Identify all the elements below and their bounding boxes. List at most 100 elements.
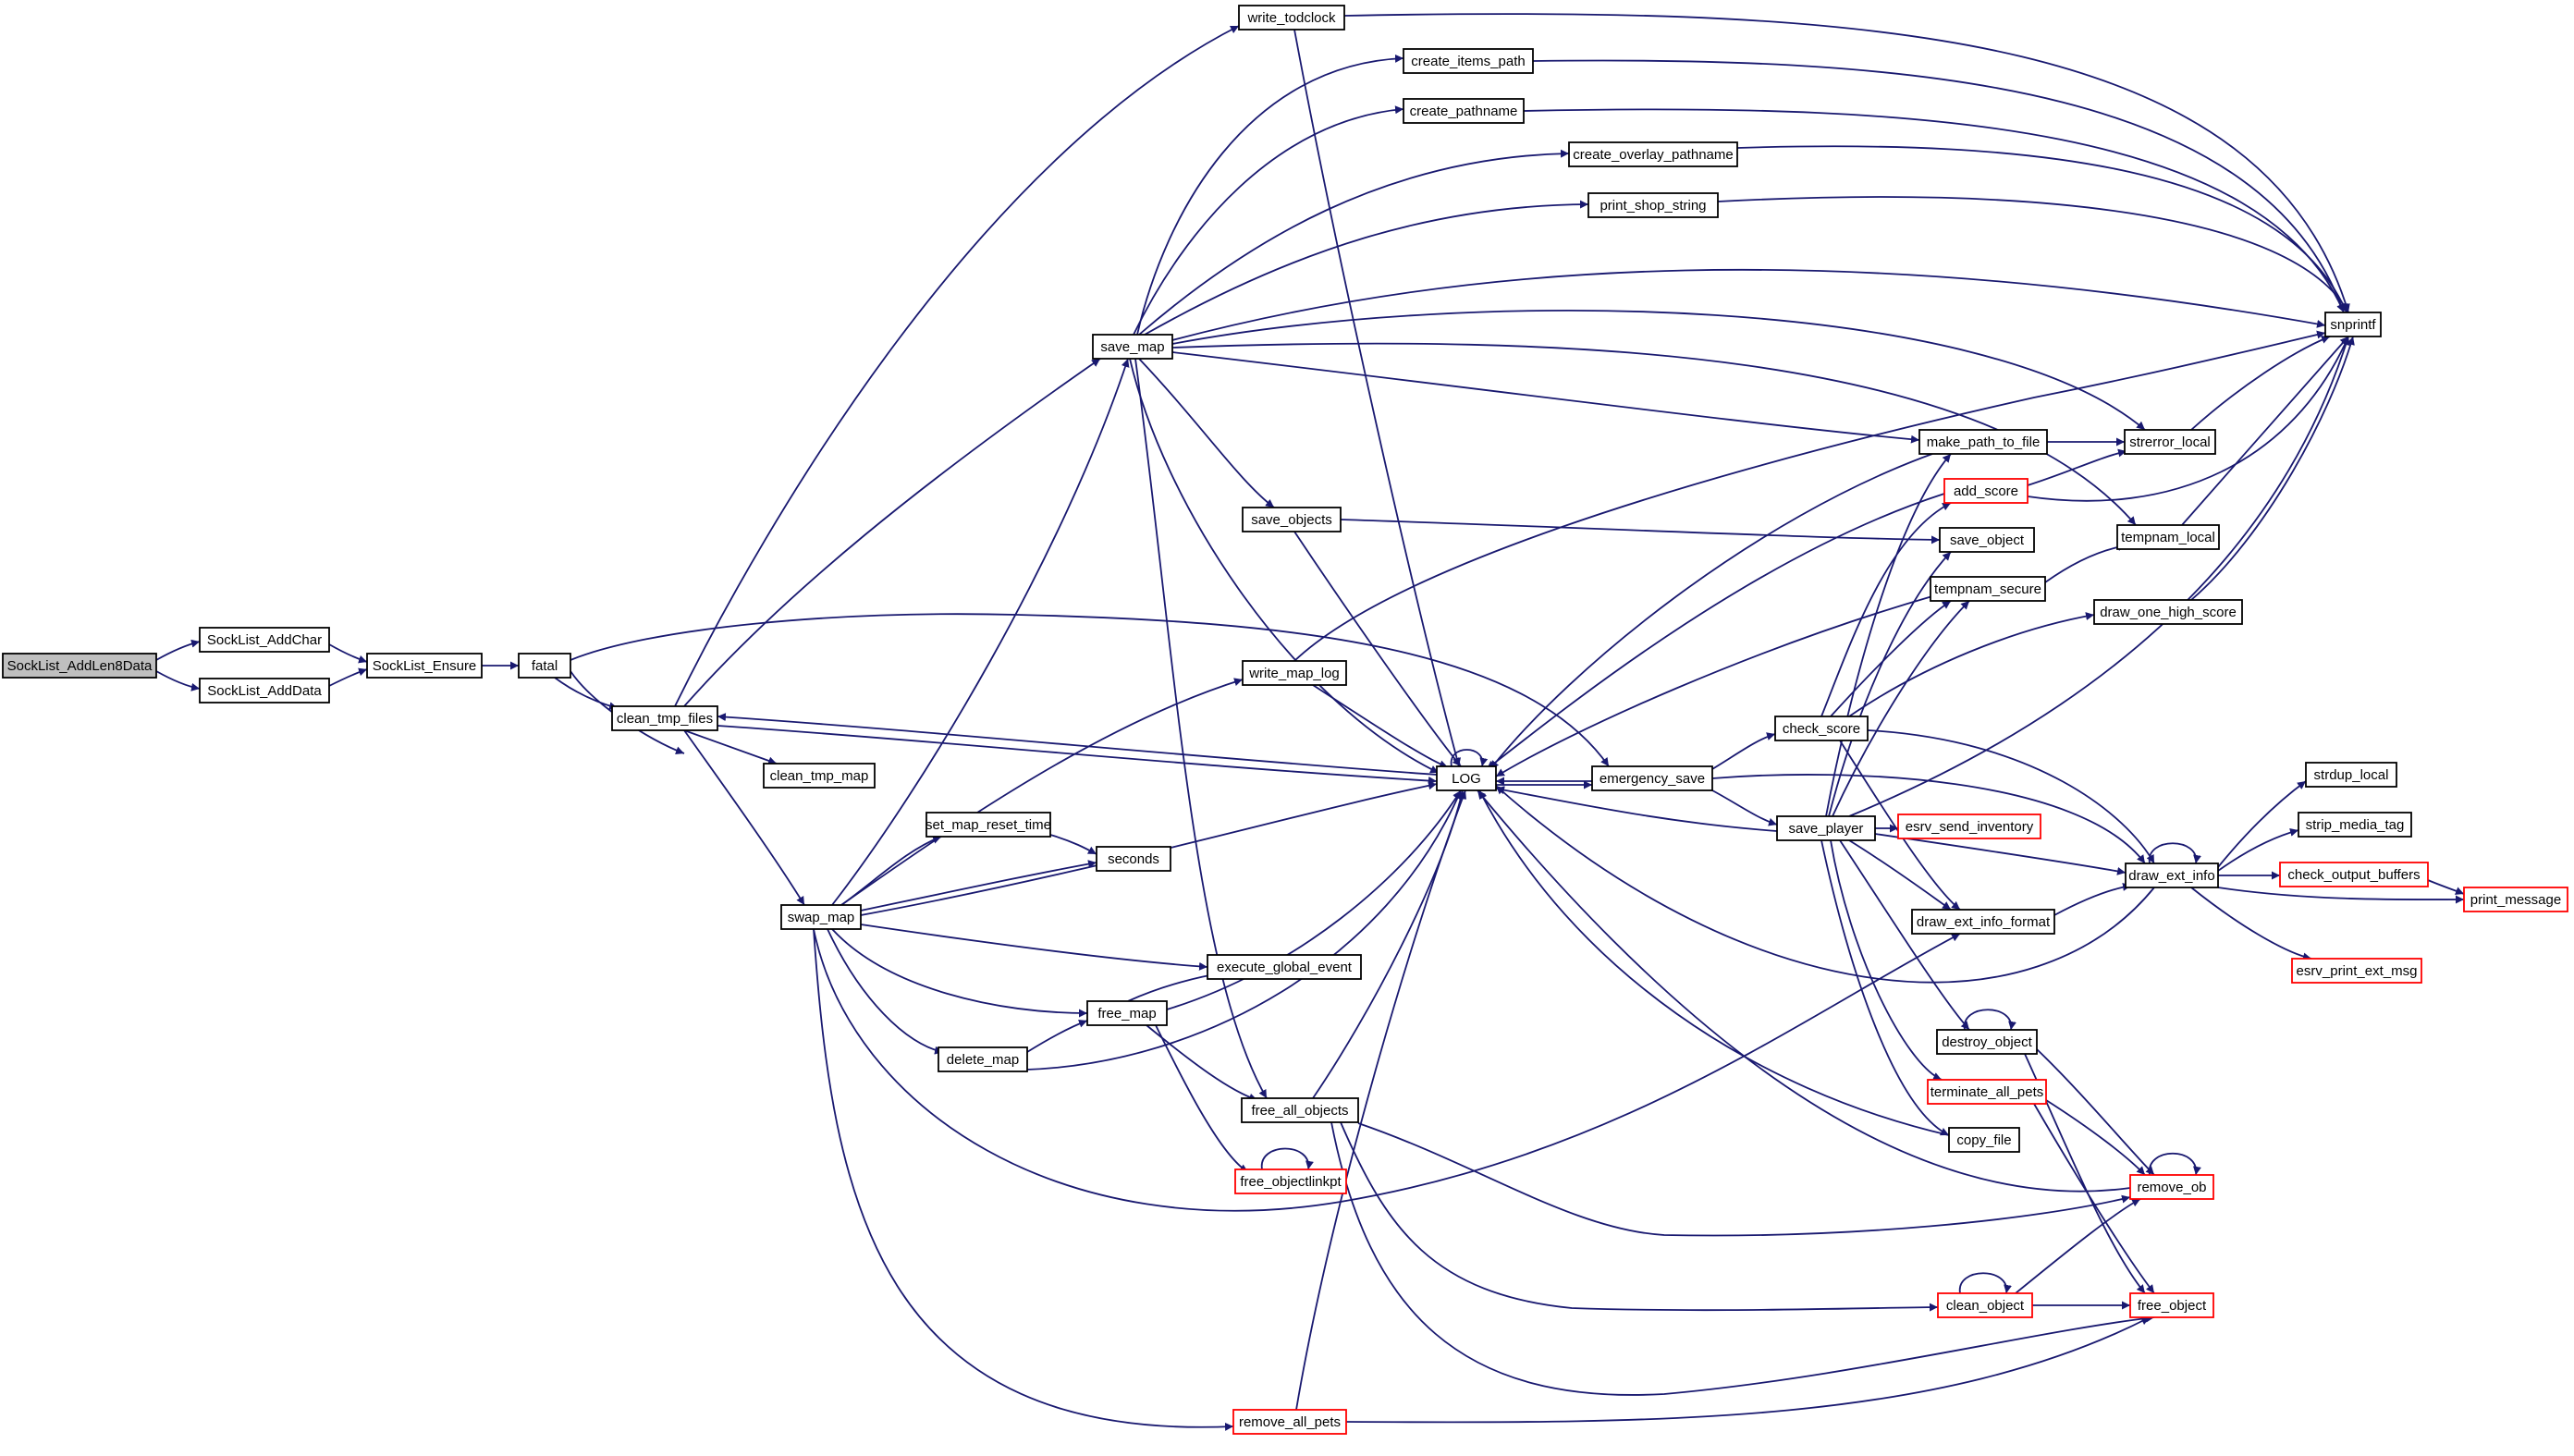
node-copy_file[interactable]: copy_file — [1948, 1127, 2020, 1153]
node-create_pathname[interactable]: create_pathname — [1403, 98, 1525, 124]
edge-destroy_object-to-destroy_object — [1964, 1009, 2016, 1031]
edge-swap_map-to-execute_global_event — [860, 924, 1208, 971]
node-seconds[interactable]: seconds — [1096, 846, 1171, 872]
edge-save_map-to-make_path_to_file — [1171, 351, 1920, 444]
node-remove_all_pets[interactable]: remove_all_pets — [1232, 1409, 1347, 1435]
node-delete_map[interactable]: delete_map — [938, 1046, 1028, 1072]
node-label: SockList_AddData — [207, 683, 322, 699]
node-create_items_path[interactable]: create_items_path — [1403, 48, 1534, 74]
node-esrv_print_ext_msg[interactable]: esrv_print_ext_msg — [2291, 958, 2422, 984]
node-box — [1241, 1097, 1359, 1123]
node-create_overlay_pathname[interactable]: create_overlay_pathname — [1568, 141, 1738, 167]
node-label: create_items_path — [1411, 54, 1525, 69]
edge-clean_tmp_files-to-write_todclock — [674, 25, 1240, 707]
edge-clean_tmp_files-to-LOG — [717, 725, 1438, 785]
node-save_player[interactable]: save_player — [1776, 815, 1876, 841]
edge-terminate_all_pets-to-free_object — [2033, 1103, 2155, 1294]
node-terminate_all_pets[interactable]: terminate_all_pets — [1927, 1079, 2047, 1105]
node-box — [199, 627, 330, 653]
node-LOG[interactable]: LOG — [1436, 765, 1497, 791]
node-make_path_to_file[interactable]: make_path_to_file — [1918, 429, 2048, 455]
node-label: clean_tmp_map — [770, 768, 869, 784]
node-label: snprintf — [2330, 317, 2376, 333]
node-save_objects[interactable]: save_objects — [1242, 507, 1342, 532]
node-add_score[interactable]: add_score — [1943, 478, 2029, 504]
node-box — [1911, 909, 2055, 935]
node-check_output_buffers[interactable]: check_output_buffers — [2279, 862, 2429, 887]
node-label: esrv_send_inventory — [1906, 819, 2034, 835]
edge-draw_ext_info-to-strdup_local — [2217, 780, 2307, 868]
node-box — [938, 1046, 1028, 1072]
node-box — [1776, 815, 1876, 841]
node-destroy_object[interactable]: destroy_object — [1936, 1029, 2038, 1055]
node-emergency_save[interactable]: emergency_save — [1591, 765, 1713, 791]
node-write_map_log[interactable]: write_map_log — [1242, 660, 1347, 686]
node-save_object[interactable]: save_object — [1939, 527, 2035, 553]
edge-save_player-to-save_object — [1828, 551, 1952, 817]
edge-swap_map-to-write_map_log — [840, 678, 1244, 906]
node-box — [1948, 1127, 2020, 1153]
edge-print_shop_string-to-snprintf — [1717, 196, 2349, 313]
edge-destroy_object-to-remove_ob — [2036, 1048, 2155, 1176]
edge-draw_ext_info-to-LOG — [1495, 785, 2155, 984]
node-print_message[interactable]: print_message — [2463, 887, 2568, 912]
node-box — [2116, 524, 2220, 550]
edge-clean_object-to-clean_object — [1959, 1272, 2012, 1294]
edge-delete_map-to-free_map — [1026, 1019, 1088, 1053]
node-free_objectlinkpt[interactable]: free_objectlinkpt — [1234, 1168, 1347, 1194]
node-check_score[interactable]: check_score — [1774, 716, 1869, 741]
node-swap_map[interactable]: swap_map — [780, 904, 862, 930]
node-layer: SockList_AddLen8Data SockList_AddCharSock… — [2, 5, 2568, 1435]
edge-save_map-to-free_all_objects — [1134, 358, 1268, 1099]
node-remove_ob[interactable]: remove_ob — [2129, 1174, 2214, 1200]
edge-swap_map-to-LOG — [860, 781, 1438, 916]
node-clean_tmp_map[interactable]: clean_tmp_map — [763, 763, 876, 789]
edge-save_player-to-LOG — [1495, 786, 1778, 832]
node-strerror_local[interactable]: strerror_local — [2124, 429, 2216, 455]
node-label: LOG — [1452, 771, 1481, 787]
node-print_shop_string[interactable]: print_shop_string — [1587, 192, 1719, 218]
node-free_object[interactable]: free_object — [2129, 1292, 2214, 1318]
node-draw_one_high_score[interactable]: draw_one_high_score — [2093, 599, 2243, 625]
node-SockList_Ensure[interactable]: SockList_Ensure — [366, 653, 483, 679]
edge-clean_object-to-remove_ob — [2015, 1198, 2141, 1294]
node-tempnam_local[interactable]: tempnam_local — [2116, 524, 2220, 550]
node-box — [2129, 1292, 2214, 1318]
node-set_map_reset_time[interactable]: set_map_reset_time — [925, 812, 1051, 838]
node-tempnam_secure[interactable]: tempnam_secure — [1930, 576, 2046, 602]
node-clean_tmp_files[interactable]: clean_tmp_files — [611, 705, 718, 731]
node-free_all_objects[interactable]: free_all_objects — [1241, 1097, 1359, 1123]
node-esrv_send_inventory[interactable]: esrv_send_inventory — [1897, 814, 2041, 839]
node-SockList_AddData[interactable]: SockList_AddData — [199, 678, 330, 704]
node-snprintf[interactable]: snprintf — [2324, 312, 2382, 337]
edge-LOG-to-clean_tmp_files — [717, 713, 1438, 776]
node-box — [1927, 1079, 2047, 1105]
node-execute_global_event[interactable]: execute_global_event — [1207, 954, 1362, 980]
node-box — [366, 653, 483, 679]
node-free_map[interactable]: free_map — [1086, 1000, 1168, 1026]
node-strip_media_tag[interactable]: strip_media_tag — [2298, 812, 2412, 838]
node-box — [1930, 576, 2046, 602]
edge-SockList_AddData-to-SockList_Ensure — [328, 667, 368, 687]
node-box — [611, 705, 718, 731]
node-label: check_score — [1783, 721, 1860, 737]
edge-save_map-to-create_items_path — [1136, 54, 1404, 336]
edge-remove_ob-to-LOG — [1477, 789, 2131, 1193]
node-label: seconds — [1108, 851, 1159, 867]
node-clean_object[interactable]: clean_object — [1937, 1292, 2033, 1318]
node-strdup_local[interactable]: strdup_local — [2305, 762, 2397, 788]
node-write_todclock[interactable]: write_todclock — [1238, 5, 1345, 31]
edge-save_player-to-snprintf — [1848, 336, 2350, 817]
edge-save_player-to-draw_ext_info — [1874, 833, 2127, 875]
node-box — [1939, 527, 2035, 553]
node-draw_ext_info_format[interactable]: draw_ext_info_format — [1911, 909, 2055, 935]
node-save_map[interactable]: save_map — [1092, 334, 1173, 360]
node-fatal[interactable]: fatal — [518, 653, 571, 679]
node-draw_ext_info[interactable]: draw_ext_info — [2125, 863, 2219, 888]
node-SockList_AddLen8Data[interactable]: SockList_AddLen8Data — [2, 653, 157, 679]
node-label: SockList_Ensure — [373, 658, 477, 674]
edge-emergency_save-to-draw_ext_info — [1711, 774, 2146, 864]
node-SockList_AddChar[interactable]: SockList_AddChar — [199, 627, 330, 653]
edge-add_score-to-strerror_local — [2027, 448, 2127, 486]
